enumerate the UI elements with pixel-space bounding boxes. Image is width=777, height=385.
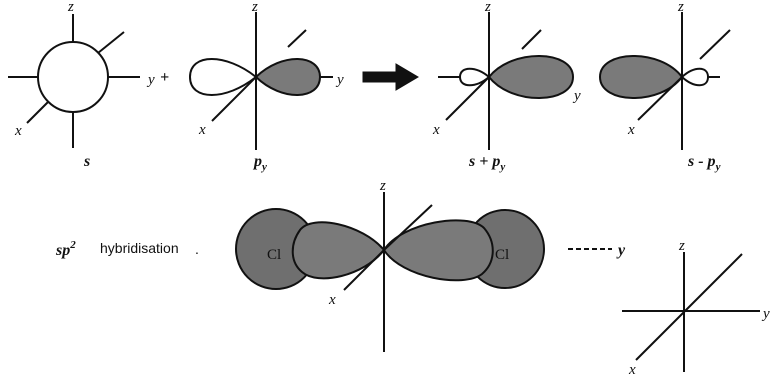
py-y-label: y bbox=[335, 72, 344, 88]
dashed-y-label: y bbox=[616, 242, 626, 259]
sp2-sup: 2 bbox=[69, 239, 76, 251]
diff-hybrid-group: z x s - py bbox=[600, 0, 730, 173]
s-z-label: z bbox=[67, 0, 74, 15]
sum-label-main: s + p bbox=[468, 153, 500, 170]
s-orbital-label: s bbox=[83, 153, 90, 170]
s-orbital-group: z y x s bbox=[8, 0, 155, 170]
py-x-axis-upper bbox=[288, 30, 306, 47]
py-label-main: p bbox=[252, 153, 262, 170]
s-x-label: x bbox=[14, 123, 22, 139]
py-lobe-shaded bbox=[256, 59, 320, 95]
ref-z-label: z bbox=[678, 238, 685, 254]
py-z-label: z bbox=[251, 0, 258, 15]
sum-label-sub: y bbox=[498, 161, 505, 173]
sum-small-lobe bbox=[460, 69, 489, 86]
right-chlorine-label: Cl bbox=[495, 247, 509, 263]
diff-x-axis-upper bbox=[700, 30, 730, 59]
py-lobe-white bbox=[190, 59, 256, 95]
ref-y-label: y bbox=[761, 306, 770, 322]
diff-label: s - py bbox=[687, 153, 721, 173]
sum-x-label: x bbox=[432, 122, 440, 138]
ref-x-label: x bbox=[628, 362, 636, 378]
hybridisation-dot: . bbox=[195, 241, 199, 257]
sum-x-axis-upper bbox=[522, 30, 541, 49]
molecule-group: z x Cl Cl bbox=[236, 178, 544, 352]
ref-x-axis bbox=[636, 254, 742, 360]
sp2-main: sp bbox=[55, 242, 70, 259]
left-hybrid-lobe bbox=[293, 222, 384, 278]
diff-small-lobe bbox=[682, 69, 708, 86]
diff-x-label: x bbox=[627, 122, 635, 138]
molecule-x-label: x bbox=[328, 292, 336, 308]
diff-z-label: z bbox=[677, 0, 684, 15]
sum-label: s + py bbox=[468, 153, 505, 173]
s-x-axis-upper bbox=[98, 32, 124, 53]
sum-large-lobe bbox=[489, 56, 573, 98]
py-x-label: x bbox=[198, 122, 206, 138]
py-label: py bbox=[252, 153, 267, 173]
s-orbital-sphere bbox=[38, 42, 108, 112]
s-y-label: y bbox=[146, 72, 155, 88]
diff-label-main: s - p bbox=[687, 153, 716, 170]
sp2-label: sp2 bbox=[55, 239, 76, 259]
molecule-z-label: z bbox=[379, 178, 386, 194]
sum-z-label: z bbox=[484, 0, 491, 15]
py-label-sub: y bbox=[260, 161, 267, 173]
sum-hybrid-group: z y x s + py bbox=[432, 0, 581, 173]
left-chlorine-label: Cl bbox=[267, 247, 281, 263]
plus-sign: + bbox=[160, 69, 169, 86]
py-orbital-group: z y x py bbox=[190, 0, 344, 173]
s-x-axis-lower bbox=[27, 102, 48, 123]
hybridisation-word: hybridisation bbox=[100, 240, 179, 256]
diff-large-lobe bbox=[600, 56, 682, 98]
diff-label-sub: y bbox=[714, 161, 721, 173]
reaction-arrow bbox=[363, 64, 418, 90]
reference-axes-group: z y x bbox=[622, 238, 770, 378]
right-hybrid-lobe bbox=[384, 220, 493, 280]
sum-y-label: y bbox=[572, 88, 581, 104]
